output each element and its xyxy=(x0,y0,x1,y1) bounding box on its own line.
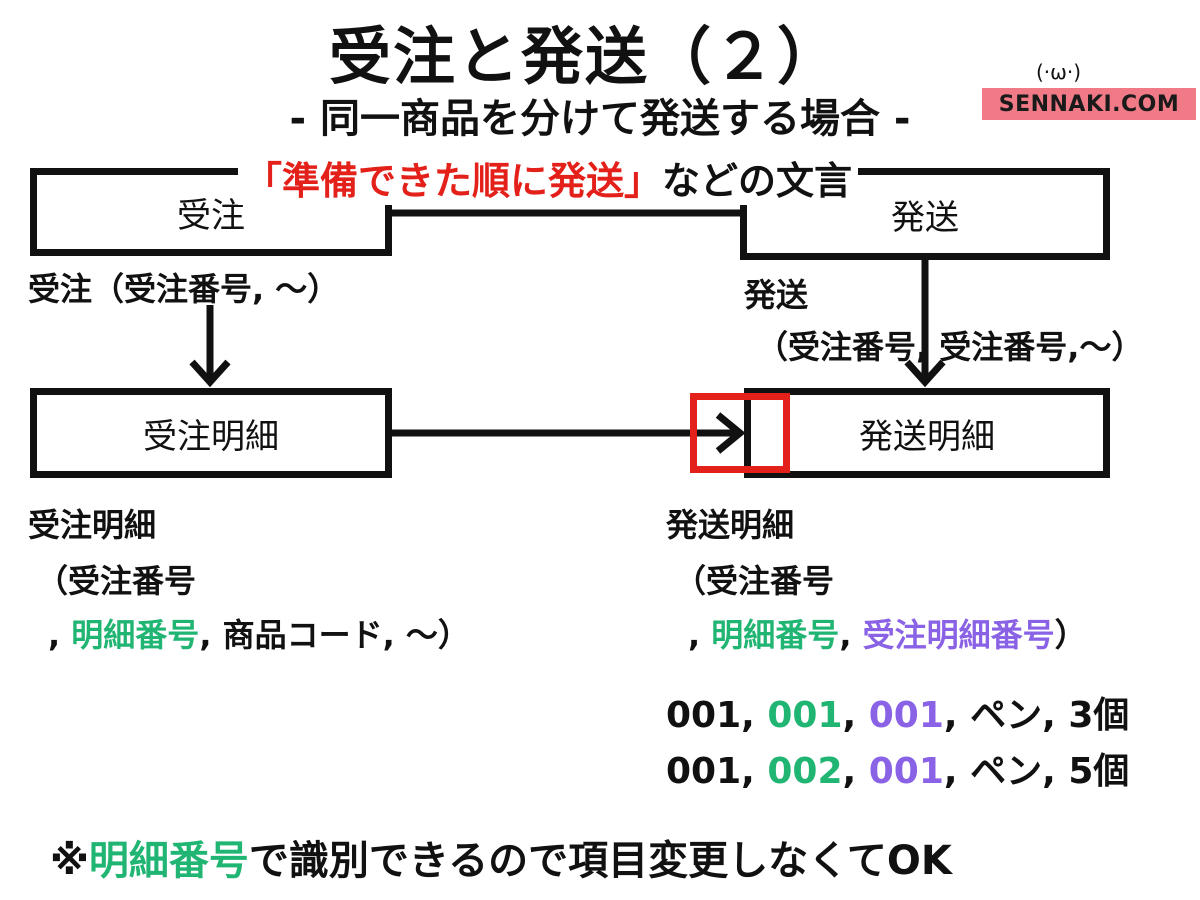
logo-face: (·ω·) xyxy=(1036,60,1082,84)
highlight-box xyxy=(690,393,790,473)
row-order-no: 001 xyxy=(666,751,742,792)
logo-text: SENNAKI.COM xyxy=(998,91,1180,117)
box-hasso-label: 発送 xyxy=(891,197,959,238)
juchu-meisai-label-2: （受注番号 xyxy=(36,562,197,600)
box-hasso-meisai: 発送明細 xyxy=(744,388,1110,478)
hasso-meisai-sep: , xyxy=(839,616,852,654)
row-order-detail-no: 001 xyxy=(868,751,944,792)
order-to-detail-arrowhead xyxy=(189,359,231,388)
shipping-note: 「準備できた順に発送」などの文言 xyxy=(238,150,859,205)
bottom-note-rest: で識別できるので項目変更しなくてOK xyxy=(248,838,952,884)
page-subtitle: - 同一商品を分けて発送する場合 - xyxy=(289,96,911,142)
row-qty: 5個 xyxy=(1068,751,1130,792)
hasso-meisai-key1: 明細番号 xyxy=(711,616,840,654)
box-juchu-meisai: 受注明細 xyxy=(30,388,392,478)
juchu-meisai-label-3: , 明細番号, 商品コード, 〜） xyxy=(48,610,470,656)
box-hasso-meisai-label: 発送明細 xyxy=(859,416,995,457)
row-detail-no: 002 xyxy=(767,751,843,792)
data-row: 001, 002, 001, ペン, 5個 xyxy=(666,751,1130,792)
hasso-meisai-label-3: , 明細番号, 受注明細番号） xyxy=(688,610,1087,656)
hasso-meisai-prefix: , xyxy=(688,616,701,654)
hasso-meisai-label-1: 発送明細 xyxy=(666,506,795,544)
box-juchu-meisai-label: 受注明細 xyxy=(143,416,279,457)
juchu-meisai-label-1: 受注明細 xyxy=(28,506,157,544)
hasso-meisai-label-2: （受注番号 xyxy=(674,562,835,600)
page-title: 受注と発送（２） xyxy=(328,20,841,93)
row-detail-no: 001 xyxy=(767,695,843,736)
juchu-meisai-key: 明細番号 xyxy=(71,616,200,654)
row-item: ペン xyxy=(970,695,1043,736)
juchu-meisai-prefix: , xyxy=(48,616,61,654)
bottom-note-key: 明細番号 xyxy=(88,838,249,884)
hasso-meisai-end: ） xyxy=(1054,616,1087,654)
bottom-note-prefix: ※ xyxy=(50,838,89,884)
row-order-detail-no: 001 xyxy=(868,695,944,736)
row-qty: 3個 xyxy=(1068,695,1130,736)
note-quoted: 「準備できた順に発送」 xyxy=(244,159,663,203)
box-juchu-label: 受注 xyxy=(177,195,245,236)
site-logo: SENNAKI.COM xyxy=(982,88,1196,120)
bottom-note: ※明細番号で識別できるので項目変更しなくてOK xyxy=(50,828,952,886)
hasso-entity-label-2: （受注番号, 受注番号,〜） xyxy=(756,328,1144,366)
data-row: 001, 001, 001, ペン, 3個 xyxy=(666,695,1130,736)
juchu-meisai-rest: , 商品コード, 〜） xyxy=(199,616,470,654)
row-item: ペン xyxy=(970,751,1043,792)
note-rest: などの文言 xyxy=(662,159,853,203)
juchu-entity-label: 受注（受注番号, 〜） xyxy=(28,270,340,308)
row-order-no: 001 xyxy=(666,695,742,736)
hasso-meisai-key2: 受注明細番号 xyxy=(862,616,1055,654)
hasso-entity-label-1: 発送 xyxy=(744,276,809,314)
